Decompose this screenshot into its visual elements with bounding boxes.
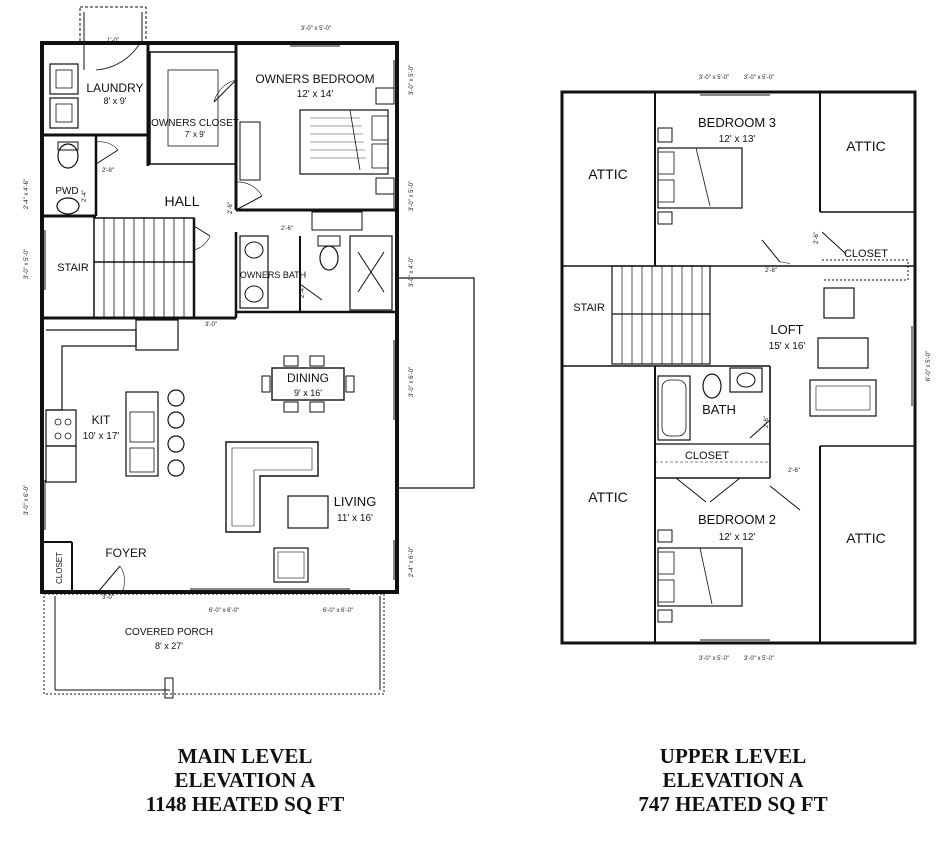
room-size: 9' x 16' [294,388,322,398]
caption-line: UPPER LEVEL [659,744,807,768]
room-size: 10' x 17' [83,431,120,442]
dimension-label: 2'-4" [300,286,306,298]
dimension-label: 3'-0" [205,322,217,328]
room-name: CLOSET [55,552,64,584]
room-size: 7' x 9' [185,130,206,139]
room-name: OWNERS BATH [240,270,306,280]
room-name: ATTIC [846,530,885,546]
room-name: ATTIC [588,489,627,505]
main-level-caption: MAIN LEVEL ELEVATION A 1148 HEATED SQ FT [110,744,380,816]
room-name: STAIR [57,262,89,274]
dimension-label: 2'-6" [228,202,234,214]
dimension-label: 2'-6" [788,468,800,474]
dimension-label: 3'-0" x 5'-0" [699,75,729,81]
room-name: FOYER [105,546,147,560]
dimension-label: 2'-8" [102,168,114,174]
room-name: CLOSET [685,450,729,462]
room-name: LOFT [770,322,803,337]
room-name: OWNERS CLOSET [151,118,239,129]
room-name: HALL [164,193,199,209]
dimension-label: 3'-0" x 5'-0" [24,249,30,279]
dimension-label: 2'-6" [764,416,770,428]
caption-line: MAIN LEVEL [177,744,313,768]
dimension-label: 2'-4" [82,190,88,202]
room-name: ATTIC [846,138,885,154]
room-name: LIVING [334,494,377,509]
dimension-label: 3'-0" x 5'-0" [744,656,774,662]
dimension-label: 3'-0" x 6'-0" [24,485,30,515]
room-name: CLOSET [844,248,888,260]
upper-exterior-wall [560,90,917,645]
dimension-label: 3'-0" [102,595,114,601]
room-name: STAIR [573,302,605,314]
dimension-label: 6'-0" x 6'-0" [209,608,239,614]
dimension-label: 3'-0" x 5'-0" [301,26,331,32]
dimension-label: 1'-0" [107,38,119,44]
dimension-label: 3'-0" x 5'-0" [744,75,774,81]
dimension-label: 2'-8" [765,268,777,274]
room-name: DINING [287,371,329,385]
room-name: COVERED PORCH [125,627,213,638]
dimension-label: 2'-4" x 4'-6" [24,179,30,209]
room-size: 12' x 13' [719,134,756,145]
dimension-label: 3'-0" x 6'-0" [409,367,415,397]
room-name: KIT [92,413,111,427]
dimension-label: 2'-6" [281,226,293,232]
caption-line: ELEVATION A [662,768,804,792]
room-size: 8' x 27' [155,641,183,651]
dimension-label: 6'-0" x 6'-0" [323,608,353,614]
dimension-label: 3'-0" x 4'-0" [409,257,415,287]
upper-level-plan [560,90,917,645]
room-name: BEDROOM 2 [698,512,776,527]
room-size: 8' x 9' [104,96,127,106]
room-name: ATTIC [588,166,627,182]
room-name: PWD [55,186,78,197]
room-size: 15' x 16' [769,341,806,352]
dimension-label: 3'-0" x 5'-0" [409,65,415,95]
room-size: 11' x 16' [337,513,373,524]
dimension-label: 2'-4" x 6'-0" [409,547,415,577]
caption-line: ELEVATION A [174,768,316,792]
dimension-label: 6'-0" x 5'-0" [926,351,932,381]
room-name: BEDROOM 3 [698,115,776,130]
dimension-label: 3'-0" x 5'-0" [699,656,729,662]
room-name: LAUNDRY [86,81,143,95]
room-size: 12' x 12' [719,532,756,543]
caption-line: 1148 HEATED SQ FT [145,792,345,816]
main-level-labels: LAUNDRY 8' x 9' OWNERS CLOSET 7' x 9' OW… [24,26,415,651]
dimension-label: 2'-6" [814,232,820,244]
room-name: OWNERS BEDROOM [255,72,374,86]
main-level-plan [40,6,475,699]
upper-level-labels: ATTIC BEDROOM 3 12' x 13' ATTIC CLOSET S… [573,75,932,662]
upper-level-caption: UPPER LEVEL ELEVATION A 747 HEATED SQ FT [598,744,868,816]
caption-line: 747 HEATED SQ FT [638,792,828,816]
room-size: 12' x 14' [297,89,334,100]
covered-porch-outline [43,593,385,695]
dimension-label: 3'-0" x 5'-0" [409,181,415,211]
room-name: BATH [702,402,736,417]
